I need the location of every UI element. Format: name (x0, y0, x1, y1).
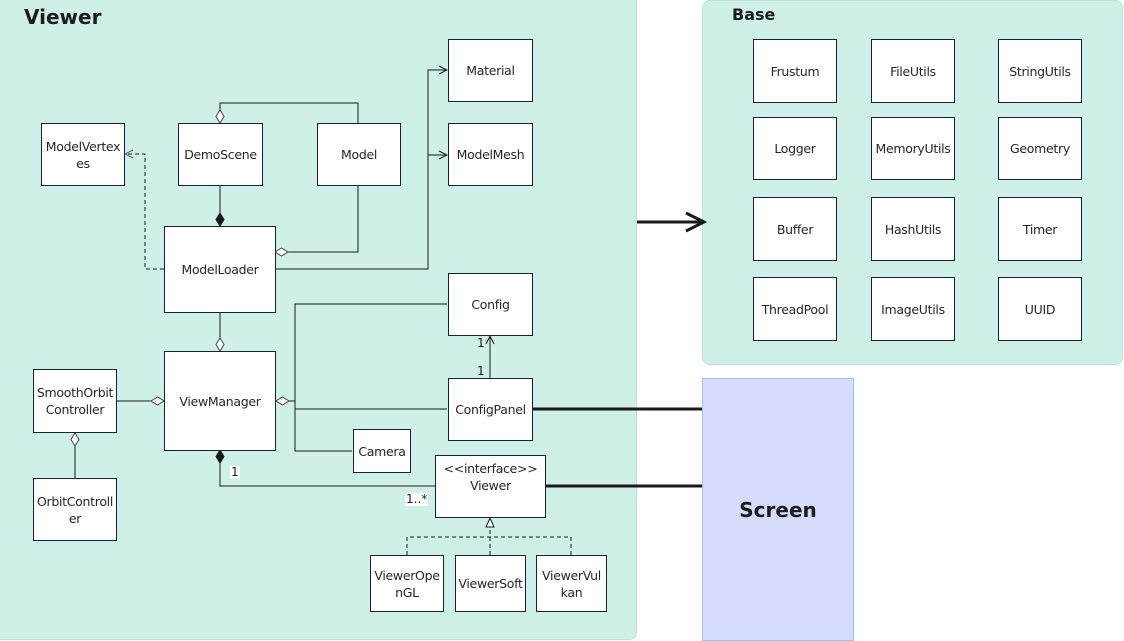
class-viewmanager[interactable]: ViewManager (164, 351, 276, 451)
class-viewersoft[interactable]: ViewerSoft (455, 555, 526, 612)
interface-viewer[interactable]: <<interface>> Viewer (435, 455, 546, 518)
class-material[interactable]: Material (448, 39, 533, 102)
class-viewervulkan[interactable]: ViewerVulkan (536, 555, 607, 612)
class-model[interactable]: Model (317, 123, 401, 186)
class-smoothorbitcontroller[interactable]: SmoothOrbitController (33, 369, 117, 433)
class-geometry[interactable]: Geometry (998, 117, 1082, 180)
viewer-package-title: Viewer (24, 5, 102, 29)
class-imageutils[interactable]: ImageUtils (871, 277, 955, 341)
multiplicity-viewmanager: 1 (230, 465, 240, 479)
class-timer[interactable]: Timer (998, 197, 1082, 261)
base-package-title: Base (732, 5, 776, 24)
class-demoscene[interactable]: DemoScene (178, 123, 263, 186)
class-fileutils[interactable]: FileUtils (871, 39, 955, 103)
class-uuid[interactable]: UUID (998, 277, 1082, 341)
interface-name: Viewer (470, 478, 511, 493)
interface-stereotype: <<interface>> (443, 461, 538, 476)
class-modelvertexes[interactable]: ModelVertexes (41, 123, 125, 186)
class-stringutils[interactable]: StringUtils (998, 39, 1082, 103)
class-configpanel[interactable]: ConfigPanel (448, 378, 533, 441)
multiplicity-configpanel: 1 (477, 364, 485, 378)
multiplicity-viewer: 1..* (405, 492, 429, 506)
screen-block[interactable]: Screen (702, 378, 854, 641)
class-logger[interactable]: Logger (753, 117, 837, 180)
class-modelloader[interactable]: ModelLoader (164, 226, 276, 313)
class-buffer[interactable]: Buffer (753, 197, 837, 261)
class-memoryutils[interactable]: MemoryUtils (871, 117, 955, 180)
viewer-package (0, 0, 637, 640)
class-hashutils[interactable]: HashUtils (871, 197, 955, 261)
class-frustum[interactable]: Frustum (753, 39, 837, 103)
class-camera[interactable]: Camera (353, 429, 411, 473)
class-orbitcontroller[interactable]: OrbitController (33, 478, 117, 541)
class-threadpool[interactable]: ThreadPool (753, 277, 837, 341)
multiplicity-config: 1 (477, 336, 485, 350)
class-modelmesh[interactable]: ModelMesh (448, 123, 533, 186)
screen-label: Screen (739, 497, 817, 522)
class-config[interactable]: Config (448, 273, 533, 336)
class-vieweropengl[interactable]: ViewerOpenGL (370, 555, 444, 612)
